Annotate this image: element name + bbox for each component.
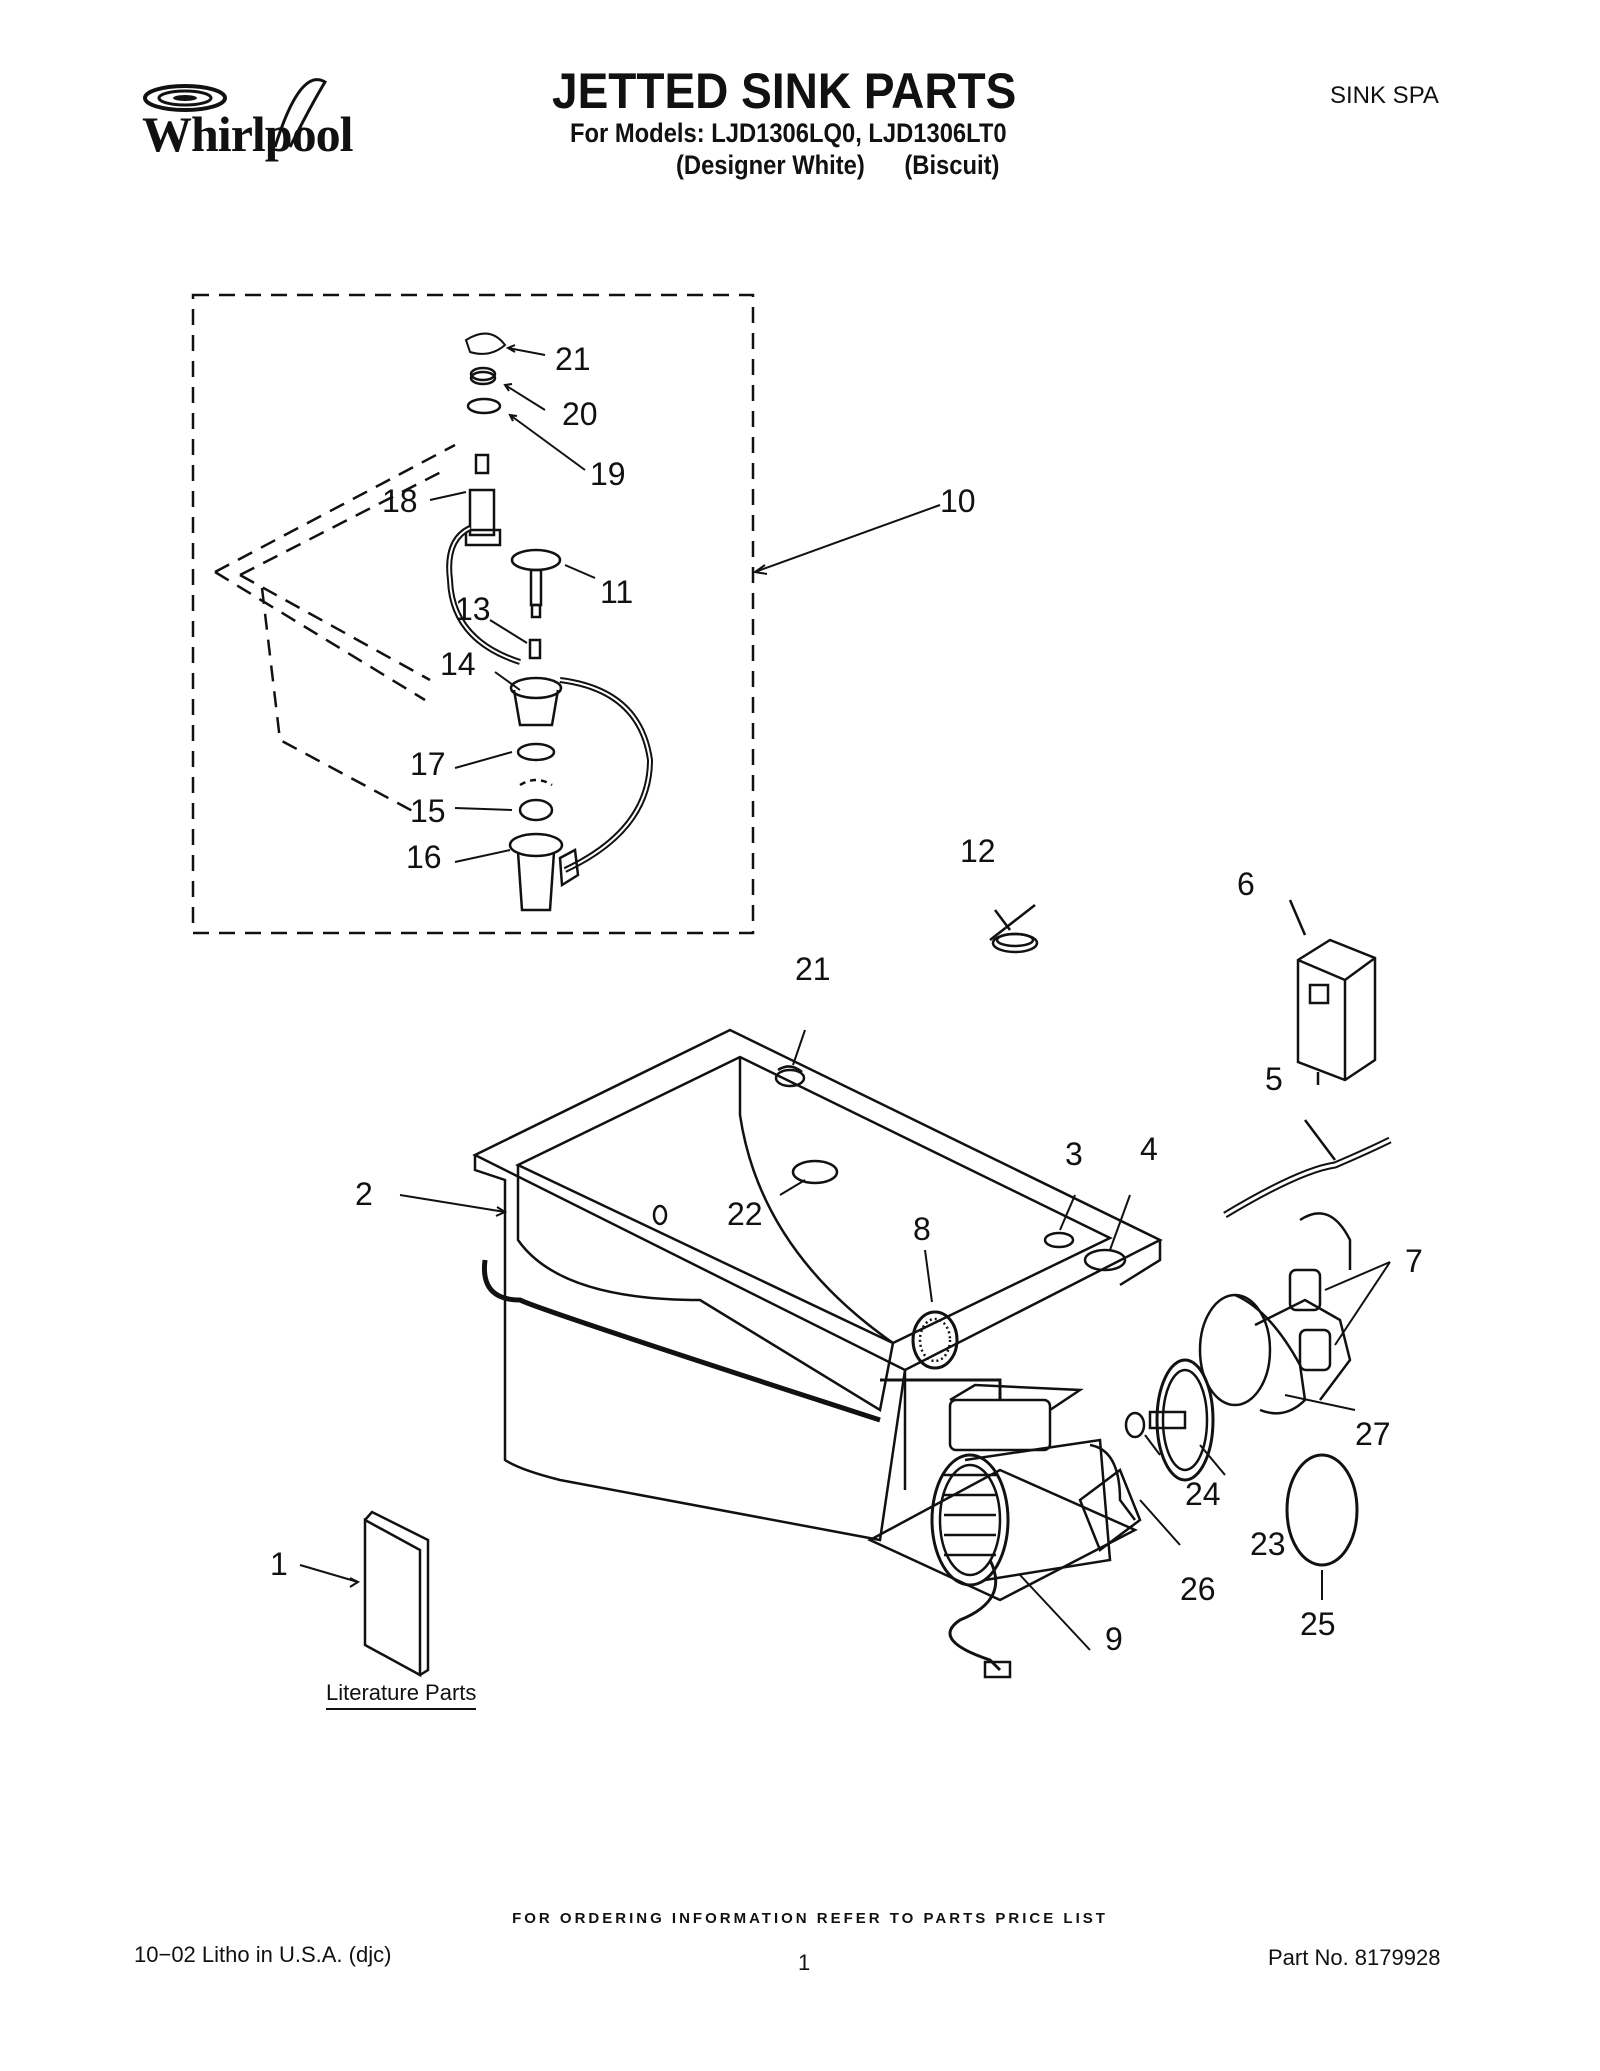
callout-2: 2 (355, 1176, 373, 1212)
callout-21-top: 21 (555, 341, 591, 377)
part-5-tube (1223, 1119, 1392, 1219)
drain-parts (446, 332, 654, 912)
callout-24: 24 (1185, 1476, 1221, 1512)
callout-12: 12 (960, 833, 996, 869)
section-label: SINK SPA (1330, 82, 1439, 109)
whirlpool-logo (143, 78, 328, 148)
callout-14: 14 (440, 646, 476, 682)
litho-info: 10−02 Litho in U.S.A. (djc) (134, 1942, 392, 1967)
part-number: Part No. 8179928 (1268, 1945, 1441, 1970)
callout-17: 17 (410, 746, 446, 782)
callout-6: 6 (1237, 866, 1255, 902)
drain-leaders (429, 344, 941, 863)
brand-wordmark: Whirlpool (142, 106, 353, 162)
page-number: 1 (798, 1950, 811, 1975)
sink-corner-outline (214, 443, 456, 817)
pump-fittings (1124, 1212, 1359, 1567)
callout-5: 5 (1265, 1061, 1283, 1097)
callout-9: 9 (1105, 1621, 1123, 1657)
callout-11: 11 (600, 574, 633, 610)
callout-8: 8 (913, 1211, 931, 1247)
fitting-leaders (1144, 1261, 1391, 1600)
part-1-literature (363, 1510, 430, 1678)
literature-parts-label: Literature Parts (326, 1680, 477, 1710)
callout-19: 19 (590, 456, 626, 492)
callout-20: 20 (562, 396, 598, 432)
callout-7: 7 (1405, 1243, 1423, 1279)
part-9-pump-motor (930, 1383, 1142, 1679)
callout-21-tub: 21 (795, 951, 831, 987)
callout-27: 27 (1355, 1416, 1391, 1452)
callout-16: 16 (406, 839, 442, 875)
callout-1: 1 (270, 1546, 288, 1582)
callout-22: 22 (727, 1196, 763, 1232)
callout-10: 10 (940, 483, 976, 519)
part-12-seal (989, 904, 1039, 954)
sink-tub (472, 1028, 1163, 1602)
callout-26: 26 (1180, 1571, 1216, 1607)
callout-23: 23 (1250, 1526, 1286, 1562)
callout-13: 13 (455, 591, 491, 627)
page-title: JETTED SINK PARTS (552, 63, 1017, 119)
callout-18: 18 (382, 483, 418, 519)
callout-3: 3 (1065, 1136, 1083, 1172)
callout-25: 25 (1300, 1606, 1336, 1642)
models-line: For Models: LJD1306LQ0, LJD1306LT0 (570, 118, 1007, 148)
ordering-note: FOR ORDERING INFORMATION REFER TO PARTS … (512, 1910, 1108, 1927)
tub-leaders (299, 1029, 1131, 1588)
colors-line: (Designer White) (Biscuit) (676, 150, 1000, 180)
part-6-control-box (1288, 899, 1377, 1085)
callout-15: 15 (410, 793, 446, 829)
callout-4: 4 (1140, 1131, 1158, 1167)
